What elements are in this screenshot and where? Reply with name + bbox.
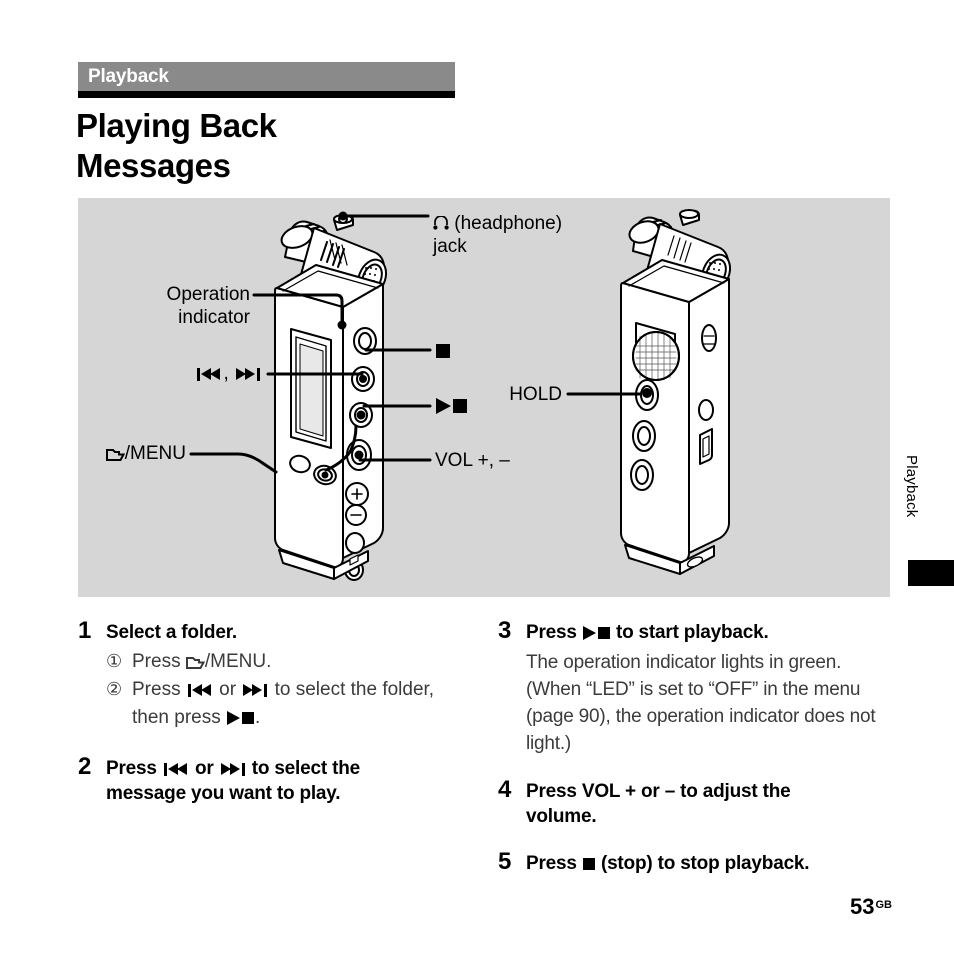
skip-previous-icon xyxy=(163,763,188,776)
substep-marker-2: ② xyxy=(106,679,123,700)
substep-2-text-before: Press xyxy=(132,679,186,700)
step-3-heading-part2: to start playback. xyxy=(610,622,769,643)
callout-operation-indicator-line2: indicator xyxy=(178,307,250,328)
callout-volume: VOL +, – xyxy=(435,449,510,472)
page-title-line-2: Messages xyxy=(76,147,231,184)
step-1-substeps: ① Press /MENU. ② Press or to select the fo… xyxy=(106,648,478,732)
callout-leader-lines xyxy=(189,214,642,474)
ic-recorder-front-view xyxy=(274,214,387,581)
callout-leader-dots xyxy=(337,211,348,330)
step-1-substep-2-continuation: then press . xyxy=(132,704,478,732)
step-2-number: 2 xyxy=(78,753,92,780)
step-3-heading: Press to start playback. xyxy=(526,620,898,645)
callout-stop-button xyxy=(435,340,451,363)
substep-2-text-middle: or xyxy=(213,679,242,700)
step-1-number: 1 xyxy=(78,617,92,644)
callout-operation-indicator: Operation indicator xyxy=(78,283,250,329)
callout-skip-buttons: , xyxy=(78,362,262,385)
step-3-number: 3 xyxy=(498,617,512,644)
callout-skip-separator: , xyxy=(223,363,234,384)
callout-headphone-jack-line1: (headphone) xyxy=(454,213,563,234)
page-title-line-1: Playing Back xyxy=(76,107,277,144)
play-stop-icon xyxy=(435,396,468,417)
header-rule xyxy=(78,91,455,98)
stop-square-icon xyxy=(453,399,467,413)
callout-play-stop-button xyxy=(435,395,468,418)
section-header-bar: Playback xyxy=(78,62,455,91)
callout-hold-label: HOLD xyxy=(509,384,562,405)
play-triangle-icon xyxy=(436,398,451,414)
steps-column-left: 1 Select a folder. ① Press /MENU. ② Press … xyxy=(78,617,478,822)
play-triangle-icon xyxy=(227,711,240,725)
callout-volume-label: VOL +, – xyxy=(435,450,510,471)
step-3-body: The operation indicator lights in green.… xyxy=(526,652,876,754)
step-4: 4 Press VOL + or – to adjust the volume. xyxy=(498,776,898,829)
step-5: 5 Press (stop) to stop playback. xyxy=(498,848,898,876)
play-stop-icon xyxy=(226,707,255,728)
callout-headphone-jack-line2: jack xyxy=(433,236,467,257)
stop-square-icon xyxy=(242,712,254,724)
skip-next-icon xyxy=(236,368,260,381)
substep-2-cont-after: . xyxy=(255,707,261,728)
step-4-heading-line2: volume. xyxy=(526,806,597,827)
callout-headphone-jack: (headphone) jack xyxy=(433,212,562,258)
step-2-heading: Press or to select the message you want … xyxy=(106,756,478,806)
substep-2-text-after: to select the folder, xyxy=(269,679,435,700)
step-2-heading-part2: or xyxy=(189,758,219,779)
step-1-substep-2: ② Press or to select the folder, then pre… xyxy=(106,676,478,732)
step-3-heading-part1: Press xyxy=(526,622,582,643)
skip-next-icon xyxy=(220,763,245,776)
figure-panel: (headphone) jack Operation indicator , /… xyxy=(78,198,890,597)
step-5-heading-part2: (stop) to stop playback. xyxy=(595,853,810,874)
folder-icon xyxy=(185,650,206,669)
page-number-suffix: GB xyxy=(875,899,893,911)
substep-marker-1: ① xyxy=(106,651,123,672)
skip-previous-icon xyxy=(187,684,212,697)
page-folio: 53GB xyxy=(850,894,892,920)
step-1-substep-1: ① Press /MENU. xyxy=(106,648,478,676)
play-stop-icon xyxy=(582,622,611,643)
stop-icon xyxy=(582,858,595,870)
substep-1-text-before: Press xyxy=(132,651,186,672)
callout-folder-menu: /MENU xyxy=(78,442,186,465)
step-5-heading: Press (stop) to stop playback. xyxy=(526,851,898,876)
callout-hold: HOLD xyxy=(458,383,562,406)
callout-folder-menu-label: /MENU xyxy=(124,443,186,464)
step-1-heading: Select a folder. xyxy=(106,622,237,643)
figure-illustration xyxy=(189,209,731,581)
step-1: 1 Select a folder. ① Press /MENU. ② Press … xyxy=(78,617,478,732)
headphone-jack-icon xyxy=(433,214,449,230)
step-2: 2 Press or to select the message you wan… xyxy=(78,753,478,806)
step-5-number: 5 xyxy=(498,848,512,875)
play-triangle-icon xyxy=(582,626,596,640)
side-tab-label: Playback xyxy=(903,455,920,518)
stop-icon xyxy=(436,344,450,358)
page-number: 53 xyxy=(850,894,875,919)
step-2-heading-part3: to select the xyxy=(246,758,360,779)
substep-2-cont-before: then press xyxy=(132,707,226,728)
folder-icon xyxy=(105,444,125,461)
step-4-number: 4 xyxy=(498,776,512,803)
steps-column-right: 3 Press to start playback. The operation… xyxy=(498,617,898,892)
callout-operation-indicator-line1: Operation xyxy=(166,284,250,305)
side-tab-marker xyxy=(908,560,954,586)
step-2-heading-line2: message you want to play. xyxy=(106,783,341,804)
stop-square-icon xyxy=(597,627,610,639)
substep-1-text-after: /MENU. xyxy=(204,651,272,672)
step-4-heading-line1: Press VOL + or – to adjust the xyxy=(526,781,791,802)
step-2-heading-part1: Press xyxy=(106,758,162,779)
step-5-heading-part1: Press xyxy=(526,853,582,874)
skip-previous-icon xyxy=(197,368,221,381)
step-3: 3 Press to start playback. The operation… xyxy=(498,617,898,757)
step-4-heading: Press VOL + or – to adjust the volume. xyxy=(526,779,898,829)
ic-recorder-side-view xyxy=(620,209,731,575)
skip-next-icon xyxy=(243,684,268,697)
section-header-label: Playback xyxy=(88,66,169,87)
page-title: Playing Back Messages xyxy=(76,106,546,186)
